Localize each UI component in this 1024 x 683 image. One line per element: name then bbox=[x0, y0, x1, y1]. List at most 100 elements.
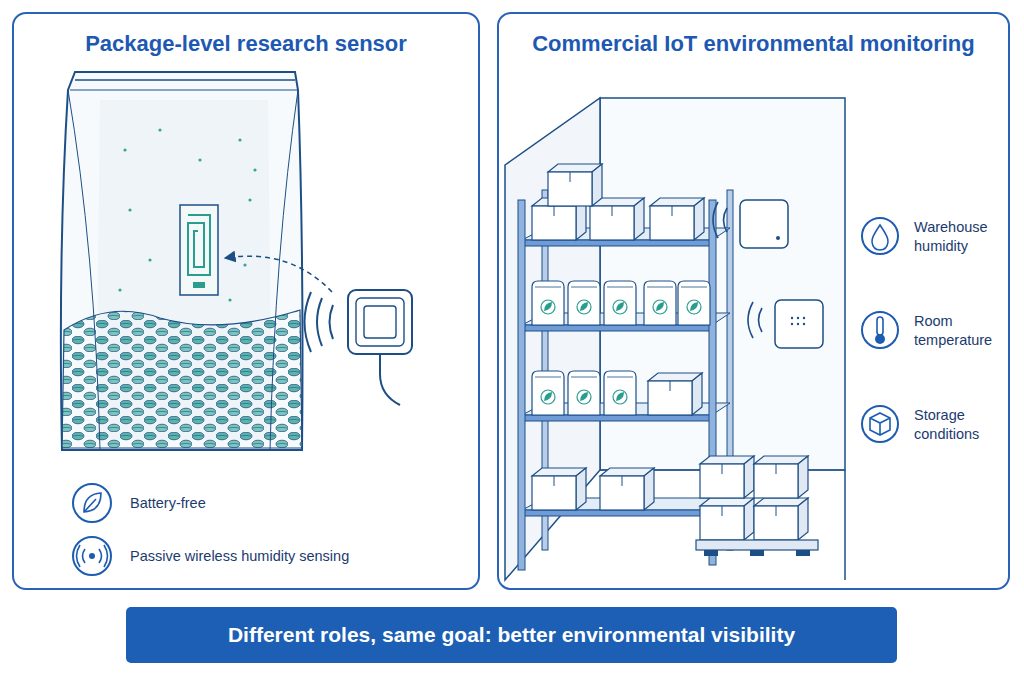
coffee-bag-part bbox=[270, 90, 298, 450]
rfid-reader-part bbox=[317, 298, 322, 346]
right-icons-part bbox=[862, 406, 898, 442]
right-icons-part bbox=[870, 413, 890, 435]
storage-shelf-part bbox=[522, 510, 712, 516]
coffee-bag bbox=[61, 72, 303, 450]
wall-sensors-part-part bbox=[797, 323, 799, 325]
humidity-sensor-tag-part bbox=[188, 215, 210, 275]
left-icons-part bbox=[73, 484, 111, 522]
wall-sensors-part bbox=[775, 300, 823, 348]
wall-sensors-part-part bbox=[791, 317, 793, 319]
rfid-reader bbox=[305, 290, 413, 405]
stock-items-part bbox=[532, 371, 564, 415]
humidity-sensor-tag-part bbox=[193, 282, 205, 288]
stock-items-part bbox=[568, 281, 600, 325]
pallet-stack-part bbox=[754, 498, 808, 540]
icon-label: Room temperature bbox=[914, 312, 1009, 350]
coffee-bag-part-part bbox=[158, 128, 161, 131]
coffee-bag-part-part bbox=[243, 263, 246, 266]
coffee-bag-part bbox=[75, 79, 295, 81]
wall-sensors-part bbox=[791, 317, 805, 325]
icon-label: Warehouse humidity bbox=[914, 218, 1009, 256]
panel-box: Package-level research sensor bbox=[12, 12, 480, 590]
right-icons-part bbox=[877, 317, 883, 335]
right-icons-part bbox=[862, 312, 898, 348]
coffee-bag-part bbox=[68, 90, 100, 450]
stock-items-part bbox=[678, 281, 710, 325]
right-icons-part bbox=[872, 225, 888, 250]
left-icons-part bbox=[77, 545, 108, 567]
coffee-bag-part bbox=[70, 90, 298, 91]
pallet-stack-part bbox=[750, 550, 764, 556]
wall-sensors-part-part bbox=[797, 317, 799, 319]
coffee-bag-part-part bbox=[253, 168, 256, 171]
coffee-bag-part bbox=[61, 72, 303, 450]
coffee-bag-part-part bbox=[123, 148, 126, 151]
stock-items-part bbox=[600, 468, 654, 510]
storage-shelf-part bbox=[518, 200, 525, 570]
stock-items-part bbox=[648, 373, 702, 415]
coffee-bag-part-part bbox=[148, 258, 151, 261]
stock-items-part bbox=[548, 164, 602, 206]
panel-heading: Package-level research sensor bbox=[14, 30, 478, 58]
storage-shelf-part bbox=[522, 325, 712, 331]
left-icons-part bbox=[89, 553, 95, 559]
coffee-bag-part bbox=[62, 310, 302, 448]
warehouse-room bbox=[505, 98, 845, 580]
coffee-bag-part-part bbox=[248, 198, 251, 201]
rfid-reader-part bbox=[356, 298, 404, 346]
pallet-stack-part bbox=[696, 540, 818, 550]
rfid-reader-part bbox=[305, 292, 312, 352]
wall-sensors-part bbox=[776, 236, 780, 240]
right-icons-part bbox=[875, 334, 885, 344]
stock-items-part bbox=[590, 198, 644, 240]
stock-items-part bbox=[650, 198, 704, 240]
storage-shelf-part bbox=[522, 415, 712, 421]
pallet-stack-part bbox=[700, 498, 754, 540]
coffee-bag-part-part bbox=[118, 288, 121, 291]
rfid-reader-part bbox=[330, 305, 334, 339]
stock-items-part bbox=[604, 281, 636, 325]
coffee-bag-part-part bbox=[128, 208, 131, 211]
rfid-reader-part bbox=[348, 290, 412, 354]
wall-sensors bbox=[713, 200, 823, 348]
wall-sensors-part-part bbox=[791, 323, 793, 325]
summary-band: Different roles, same goal: better envir… bbox=[126, 607, 897, 663]
warehouse-room-part bbox=[844, 470, 846, 580]
wall-sensors-part bbox=[748, 302, 762, 338]
panel-box: Commercial IoT environmental monitoring bbox=[497, 12, 1010, 590]
wall-sensors-part-part bbox=[803, 323, 805, 325]
storage-shelf-part bbox=[522, 240, 712, 246]
rfid-reader-part bbox=[380, 354, 400, 405]
wall-sensors-part bbox=[740, 200, 788, 248]
pallet-stack-part bbox=[754, 456, 808, 498]
left-icons-part bbox=[73, 537, 111, 575]
icon-label: Battery-free bbox=[130, 494, 430, 513]
wall-sensors-part bbox=[713, 202, 727, 238]
coffee-bag-part-part bbox=[198, 158, 201, 161]
left-icons bbox=[73, 484, 111, 575]
icon-label: Passive wireless humidity sensing bbox=[130, 547, 460, 566]
band-text: Different roles, same goal: better envir… bbox=[228, 622, 795, 648]
stock-items-part bbox=[532, 281, 564, 325]
wall-sensors-part-part bbox=[803, 317, 805, 319]
coffee-bag-part-part bbox=[228, 298, 231, 301]
coffee-bag-part-part bbox=[238, 138, 241, 141]
dashed-arrow bbox=[226, 256, 332, 292]
rfid-reader-part bbox=[364, 306, 396, 338]
stock-items-part bbox=[532, 468, 586, 510]
stock-items-part bbox=[568, 371, 600, 415]
pallet-stack bbox=[696, 456, 818, 556]
stock-items bbox=[532, 164, 710, 510]
icon-label: Storage conditions bbox=[914, 406, 1009, 444]
coffee-bag-part bbox=[118, 128, 256, 301]
humidity-sensor-tag-part bbox=[180, 205, 218, 295]
pallet-stack-part bbox=[704, 550, 718, 556]
humidity-sensor-tag bbox=[180, 205, 218, 295]
stock-items-part bbox=[644, 281, 676, 325]
left-icons-part bbox=[84, 493, 101, 512]
right-icons bbox=[862, 218, 898, 442]
panel-heading: Commercial IoT environmental monitoring bbox=[499, 30, 1008, 58]
stock-items-part bbox=[604, 371, 636, 415]
